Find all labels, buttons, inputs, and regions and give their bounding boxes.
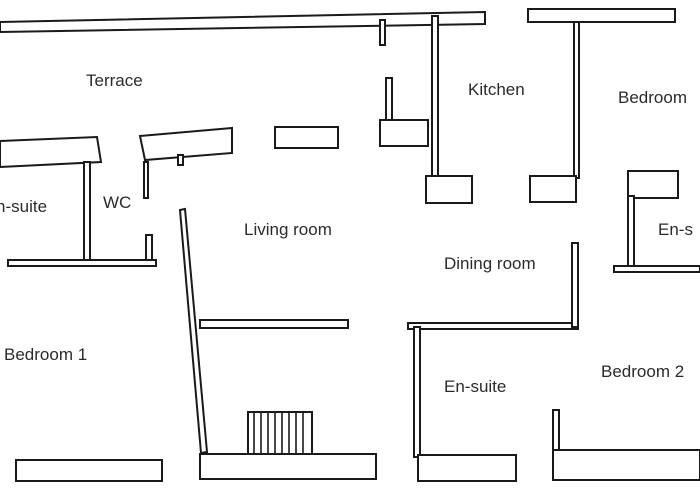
wc-wall-left: [83, 161, 91, 265]
terrace-bench: [274, 126, 339, 149]
living-room-label: Living room: [244, 220, 332, 239]
living-room-bottom-wall: [199, 453, 377, 480]
top-right-wall: [527, 8, 676, 23]
bedroom2-bottom-wall: [552, 449, 700, 481]
wc-wardrobe: [138, 126, 233, 162]
bedroom2-wall-stub: [552, 409, 560, 451]
bedroom-top-right-label: Bedroom: [618, 88, 687, 107]
ensuite-right-cabinet: [627, 170, 679, 199]
bedroom-2-label: Bedroom 2: [601, 362, 684, 381]
top-wall: [0, 10, 486, 34]
radiator: [247, 411, 313, 455]
small-wall-stub: [379, 19, 386, 46]
wc-door-post: [143, 161, 149, 199]
ensuite-right-wall: [627, 195, 635, 269]
dining-room-east-wall: [571, 242, 579, 328]
ensuite-bottom-label: En-suite: [444, 377, 506, 396]
wc-label: WC: [103, 193, 131, 212]
ensuite-bottom-west-wall: [413, 326, 421, 458]
ensuite-right-label: En-s: [658, 220, 693, 239]
bedroom1-bottom-furniture: [15, 459, 163, 482]
ensuite-left-label: n-suite: [0, 197, 47, 216]
living-room-counter: [199, 319, 349, 329]
bedroom1-top-wall: [7, 259, 157, 267]
dining-room-bottom-wall: [407, 322, 579, 330]
ensuite-wardrobe-left: [0, 135, 103, 169]
terrace-label: Terrace: [86, 71, 143, 90]
kitchen-partition: [385, 77, 393, 121]
living-room-west-wall: [178, 207, 209, 455]
dining-room-label: Dining room: [444, 254, 536, 273]
ensuite-right-bottom-wall: [613, 265, 700, 273]
bedroom-wall-divider: [573, 21, 580, 179]
bedroom-1-label: Bedroom 1: [4, 345, 87, 364]
ensuite-bottom-wall: [417, 454, 517, 482]
bedroom-wardrobe: [529, 175, 577, 203]
kitchen-counter: [425, 175, 473, 204]
kitchen-wall-left: [431, 15, 439, 177]
kitchen-island: [379, 119, 429, 147]
kitchen-label: Kitchen: [468, 80, 525, 99]
wc-shelf: [177, 154, 184, 166]
